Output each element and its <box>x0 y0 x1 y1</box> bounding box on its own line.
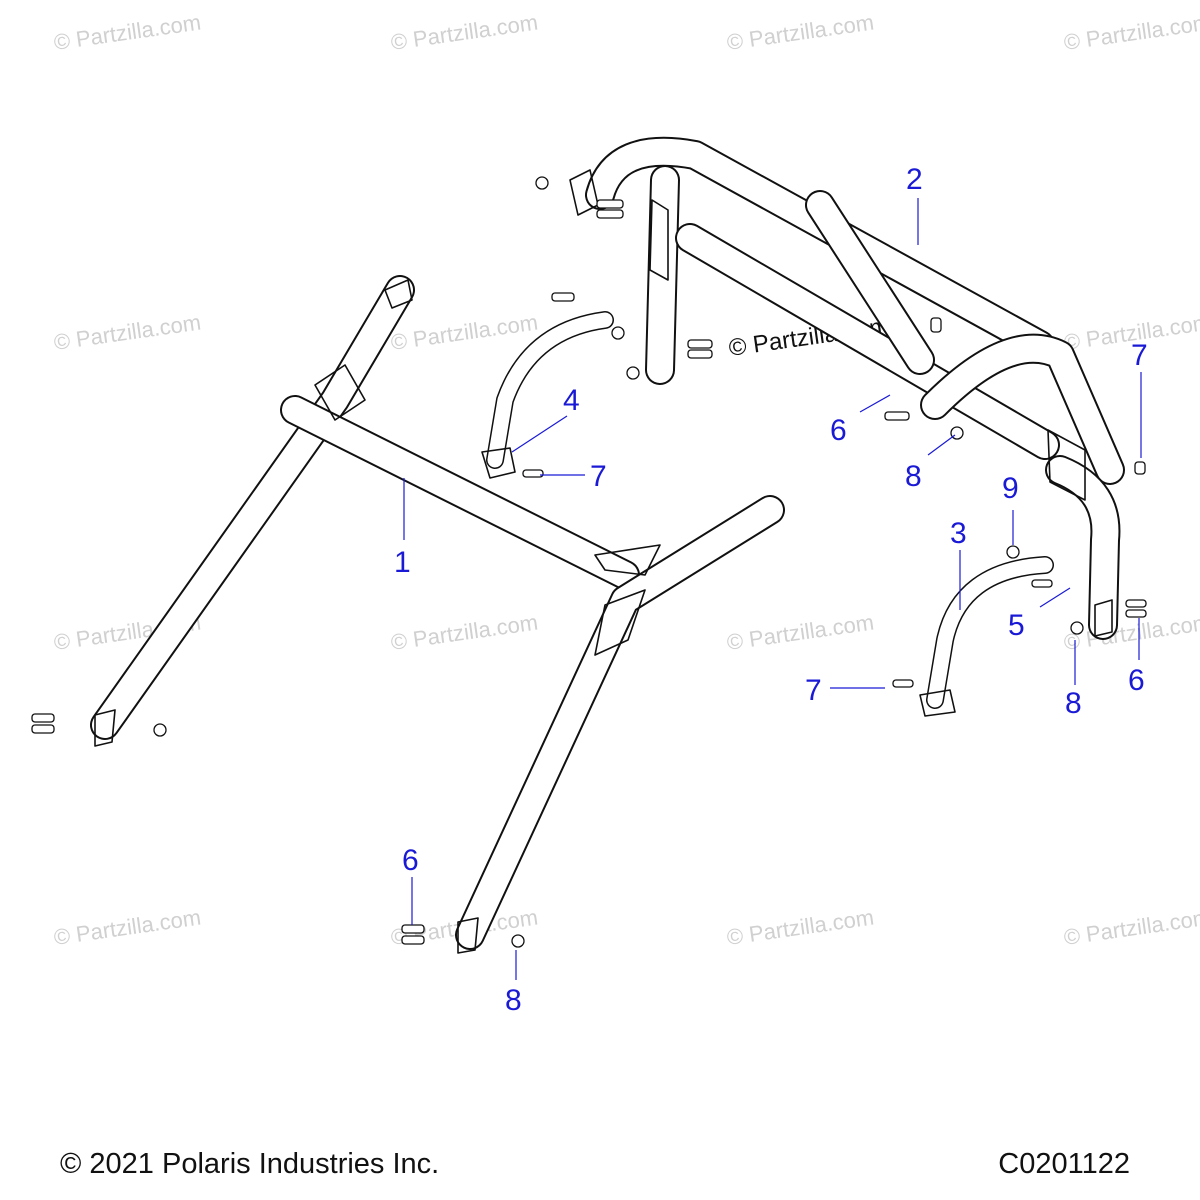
watermark: © Partzilla.com <box>52 10 202 55</box>
callout-1: 1 <box>394 546 411 579</box>
watermark: © Partzilla.com <box>389 610 539 655</box>
callout-5: 5 <box>1008 609 1025 642</box>
bolt-icon <box>31 713 55 723</box>
bolt-icon <box>1134 461 1146 475</box>
watermark: © Partzilla.com <box>52 905 202 950</box>
callout-6: 6 <box>1128 664 1145 697</box>
bolt-icon <box>1031 579 1053 588</box>
nut-icon <box>153 723 167 737</box>
bolt-icon <box>31 724 55 734</box>
callout-8: 8 <box>505 984 522 1017</box>
nut-icon <box>511 934 525 948</box>
bolt-icon <box>1125 599 1147 608</box>
bolt-icon <box>401 924 425 934</box>
callout-4: 4 <box>563 384 580 417</box>
right-brace <box>919 556 1054 717</box>
nut-icon <box>611 326 625 340</box>
watermark: © Partzilla.com <box>1062 905 1200 950</box>
callout-9: 9 <box>1002 472 1019 505</box>
callout-7: 7 <box>590 460 607 493</box>
nut-icon <box>1070 621 1084 635</box>
nut-icon <box>1006 545 1020 559</box>
watermark: © Partzilla.com <box>725 905 875 950</box>
watermark: © Partzilla.com <box>725 610 875 655</box>
watermark: © Partzilla.com <box>389 10 539 55</box>
diagram-part-number: C0201122 <box>998 1148 1130 1180</box>
bolt-icon <box>551 292 575 302</box>
callout-3: 3 <box>950 517 967 550</box>
bolt-icon <box>930 317 942 333</box>
rear-cage-frame <box>569 136 1125 640</box>
bolt-icon <box>596 209 624 219</box>
callout-2: 2 <box>906 163 923 196</box>
bolt-icon <box>892 679 914 688</box>
watermark: © Partzilla.com <box>1062 10 1200 55</box>
hardware <box>31 176 1147 948</box>
callout-6: 6 <box>830 414 847 447</box>
bolt-icon <box>884 411 910 421</box>
watermark: © Partzilla.com <box>52 310 202 355</box>
bolt-icon <box>1125 609 1147 618</box>
callout-8: 8 <box>905 460 922 493</box>
nut-icon <box>626 366 640 380</box>
callouts: 1 2 3 4 5 6 6 6 7 7 7 8 8 8 9 <box>394 163 1148 1017</box>
leader-lines <box>403 198 1142 980</box>
front-cage-frame <box>90 275 785 954</box>
bolt-icon <box>401 935 425 945</box>
copyright-text: © 2021 Polaris Industries Inc. <box>60 1148 440 1180</box>
watermark: © Partzilla.com <box>389 310 539 355</box>
bolt-icon <box>522 469 544 478</box>
callout-7: 7 <box>1131 339 1148 372</box>
callout-7: 7 <box>805 674 822 707</box>
callout-6: 6 <box>402 844 419 877</box>
bolt-icon <box>596 199 624 209</box>
bolt-icon <box>687 349 713 359</box>
callout-8: 8 <box>1065 687 1082 720</box>
bolt-icon <box>687 339 713 349</box>
nut-icon <box>535 176 549 190</box>
left-brace <box>481 311 614 479</box>
watermark: © Partzilla.com <box>725 10 875 55</box>
